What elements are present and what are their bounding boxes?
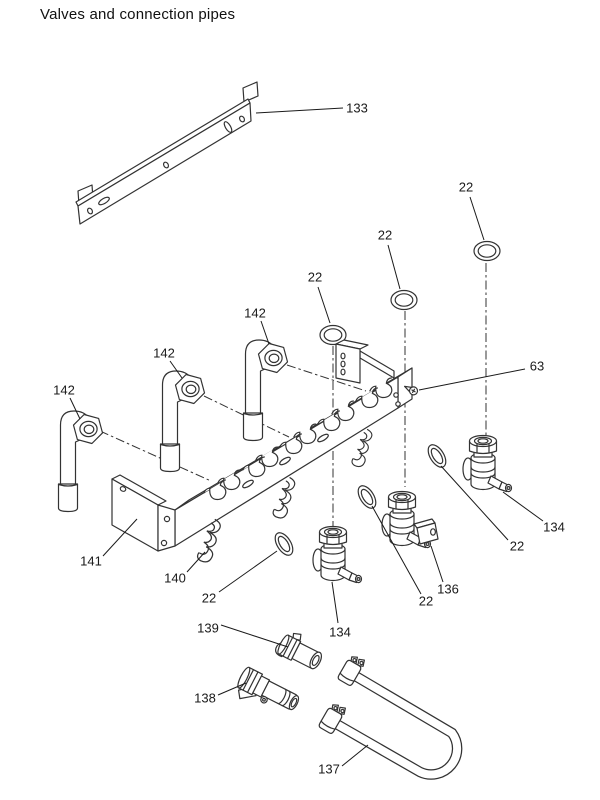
part-142-elbow-right <box>242 339 289 442</box>
callout-layer: 133 22 22 22 63 142 142 142 141 140 22 134 136 22 134 2… <box>53 101 565 777</box>
callout-gasket-top-left: 22 <box>308 270 322 285</box>
part-138-gas-valve <box>237 666 300 711</box>
part-63-screw <box>403 385 419 396</box>
part-141-end-bracket <box>111 474 176 552</box>
callout-valve-right: 134 <box>543 520 565 535</box>
leader-elbow-pipe-right <box>260 320 270 345</box>
callout-elbow-pipe-left: 142 <box>53 383 75 398</box>
leader-valve-center <box>331 581 339 624</box>
callout-elbow-pipe-middle: 142 <box>153 346 175 361</box>
leader-valve-right <box>502 491 544 522</box>
part-134-valve-center <box>312 525 363 584</box>
part-22-gasket-f <box>424 441 450 471</box>
callout-valve-center: 134 <box>329 625 351 640</box>
leader-gas-valve <box>217 682 247 696</box>
leader-screw <box>418 368 526 391</box>
leader-u-shaped-pipe <box>341 744 369 767</box>
leader-gasket-top-left <box>317 286 331 324</box>
callout-screw: 63 <box>530 359 544 374</box>
callout-gas-valve: 138 <box>194 691 216 706</box>
leader-retaining-clip <box>186 551 206 573</box>
callout-gasket-mid-right: 22 <box>419 594 433 609</box>
part-22-gasket-d <box>271 529 297 559</box>
part-22-gasket-e <box>354 482 380 512</box>
callout-gasket-top-right: 22 <box>459 180 473 195</box>
leader-elbow-pipe-left <box>69 397 81 420</box>
part-22-gasket-b <box>390 289 418 311</box>
rail-tab-right <box>242 81 259 103</box>
part-142-elbow-left <box>57 410 104 513</box>
leader-manifold-bracket <box>102 518 138 557</box>
callout-gasket-center: 22 <box>202 591 216 606</box>
callout-retaining-clip: 140 <box>164 571 186 586</box>
callout-manifold-bracket: 141 <box>80 554 102 569</box>
leader-gasket-top-middle <box>387 244 401 290</box>
callout-elbow-pipe-right: 142 <box>244 306 266 321</box>
page-title: Valves and connection pipes <box>40 6 236 23</box>
manifold-tab-bracket <box>335 339 395 384</box>
part-137-u-pipe <box>317 652 463 780</box>
callout-motorized-valve: 136 <box>437 582 459 597</box>
leader-gasket-center <box>218 550 278 593</box>
part-139-fitting <box>275 632 323 670</box>
callout-u-shaped-pipe: 137 <box>318 762 340 777</box>
part-134-valve-right <box>462 434 513 493</box>
leader-gasket-mid-right <box>371 505 422 595</box>
leader-gasket-top-right <box>469 196 485 241</box>
leader-motorized-valve <box>430 545 444 583</box>
callout-pipe-fitting: 139 <box>197 621 219 636</box>
leader-pipe-fitting <box>220 624 289 648</box>
part-manifold-rail <box>111 339 413 552</box>
callout-mounting-rail: 133 <box>346 101 368 116</box>
callout-gasket-right: 22 <box>510 539 524 554</box>
part-142-elbow-middle <box>159 370 206 473</box>
part-133-mounting-rail <box>75 81 259 225</box>
leader-mounting-rail <box>255 107 344 114</box>
callout-gasket-top-middle: 22 <box>378 228 392 243</box>
leader-elbow-pipe-middle <box>169 360 183 379</box>
leader-gasket-right <box>440 465 509 541</box>
part-136-motorized-valve <box>381 490 439 549</box>
part-22-gasket-c <box>473 240 501 262</box>
